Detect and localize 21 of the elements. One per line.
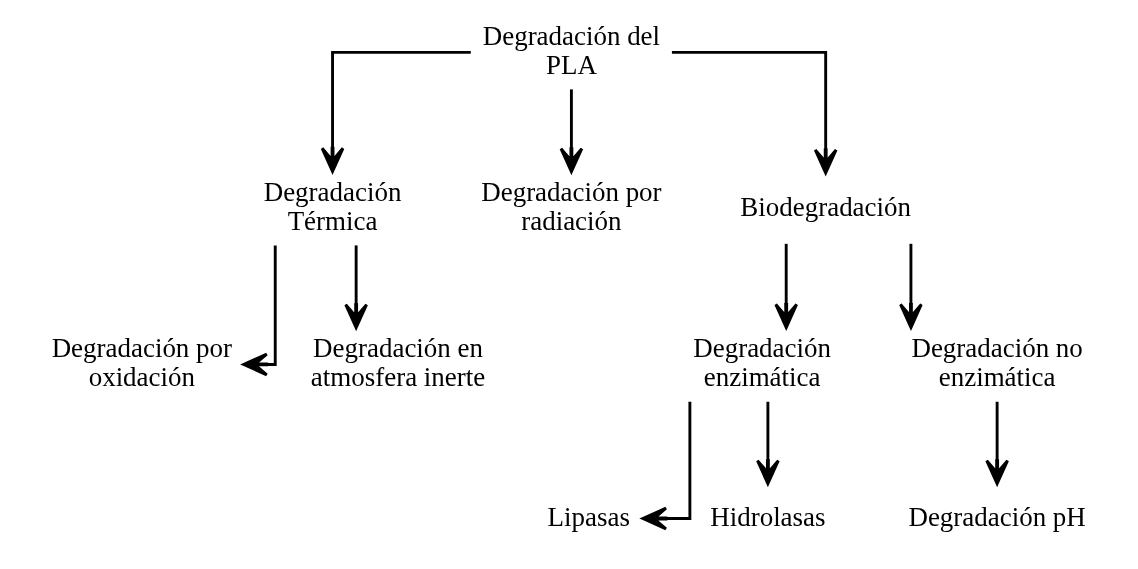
node-text: Degradación Térmica bbox=[263, 177, 402, 236]
arrow bbox=[756, 401, 780, 486]
node-text: Degradación pH bbox=[908, 501, 1086, 532]
arrow bbox=[559, 89, 584, 174]
arrow bbox=[242, 245, 277, 377]
node-text: Degradación por radiación bbox=[481, 177, 662, 236]
arrow bbox=[985, 401, 1009, 486]
arrow bbox=[344, 245, 368, 330]
node-text: Lipasas bbox=[547, 501, 630, 532]
node-text: Degradación enzimática bbox=[693, 333, 831, 393]
node-text: Hidrolasas bbox=[710, 501, 826, 532]
node-text: Biodegradación bbox=[740, 191, 912, 222]
arrow bbox=[774, 243, 799, 329]
arrow bbox=[899, 243, 923, 329]
node-text: Degradación del PLA bbox=[482, 21, 661, 80]
arrow bbox=[320, 50, 471, 173]
node-text: Degradación en atmosfera inerte bbox=[310, 333, 486, 393]
node-text: Degradación por oxidación bbox=[51, 333, 233, 393]
node-text: Degradación no enzimática bbox=[911, 333, 1083, 393]
arrow bbox=[641, 401, 692, 531]
arrow bbox=[671, 50, 838, 175]
